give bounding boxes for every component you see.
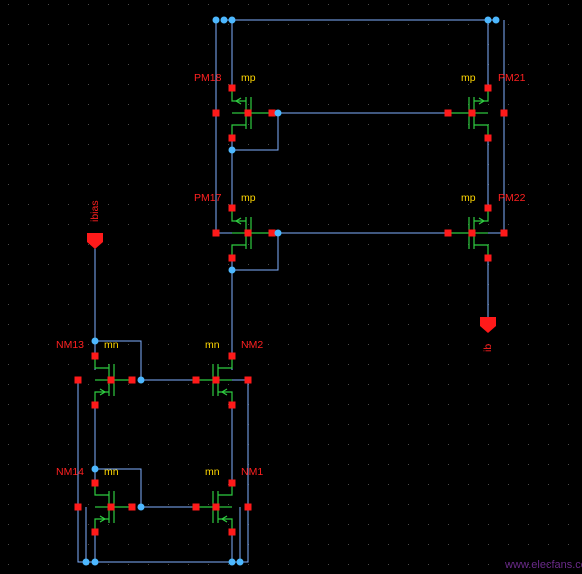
terminal-square bbox=[228, 254, 236, 262]
terminal-square bbox=[500, 229, 508, 237]
device-model-pm21: mp bbox=[461, 72, 476, 84]
terminal-square bbox=[484, 254, 492, 262]
terminal-square bbox=[192, 503, 200, 511]
junction-dot bbox=[228, 558, 236, 566]
junction-dot bbox=[137, 376, 145, 384]
terminal-square bbox=[244, 229, 252, 237]
terminal-square bbox=[244, 503, 252, 511]
junction-dot bbox=[236, 558, 244, 566]
pin-label-ib[interactable]: ib bbox=[482, 344, 494, 352]
junction-dot bbox=[82, 558, 90, 566]
terminal-square bbox=[91, 528, 99, 536]
device-label-pm21[interactable]: PM21 bbox=[498, 72, 526, 84]
device-label-pm22[interactable]: PM22 bbox=[498, 192, 526, 204]
pmos-pm18 bbox=[231, 91, 272, 135]
device-label-nm14[interactable]: NM14 bbox=[56, 466, 84, 478]
device-label-pm17[interactable]: PM17 bbox=[194, 192, 222, 204]
terminal-square bbox=[228, 479, 236, 487]
junction-dot bbox=[228, 266, 236, 274]
device-model-pm18: mp bbox=[241, 72, 256, 84]
terminal-square bbox=[444, 109, 452, 117]
junction-dot bbox=[228, 146, 236, 154]
wire bbox=[95, 468, 142, 507]
junctions bbox=[82, 16, 500, 566]
pmos-pm22 bbox=[448, 211, 489, 255]
terminal-square bbox=[212, 109, 220, 117]
input-pin-icon bbox=[87, 233, 103, 249]
device-label-pm18[interactable]: PM18 bbox=[194, 72, 222, 84]
terminal-square bbox=[244, 376, 252, 384]
terminal-square bbox=[107, 503, 115, 511]
junction-dot bbox=[137, 503, 145, 511]
device-label-nm13[interactable]: NM13 bbox=[56, 339, 84, 351]
terminal-square bbox=[484, 204, 492, 212]
terminal-square bbox=[74, 376, 82, 384]
junction-dot bbox=[91, 337, 99, 345]
terminal-square bbox=[484, 84, 492, 92]
terminal-square bbox=[212, 503, 220, 511]
junction-dot bbox=[274, 109, 282, 117]
terminal-square bbox=[128, 376, 136, 384]
terminal-square bbox=[468, 109, 476, 117]
junction-dot bbox=[228, 16, 236, 24]
junction-dot bbox=[220, 16, 228, 24]
terminal-square bbox=[268, 229, 276, 237]
pmos-pm21 bbox=[448, 91, 489, 135]
terminal-square bbox=[91, 401, 99, 409]
terminal-square bbox=[228, 352, 236, 360]
terminal-square bbox=[268, 109, 276, 117]
junction-dot bbox=[91, 558, 99, 566]
terminal-square bbox=[128, 503, 136, 511]
device-label-nm1[interactable]: NM1 bbox=[241, 466, 263, 478]
pmos-pm17 bbox=[231, 211, 272, 255]
junction-dot bbox=[274, 229, 282, 237]
junction-dot bbox=[212, 16, 220, 24]
device-label-nm2[interactable]: NM2 bbox=[241, 339, 263, 351]
wire bbox=[95, 340, 142, 380]
output-pin-icon bbox=[480, 317, 496, 333]
terminal-square bbox=[107, 376, 115, 384]
terminal-square bbox=[468, 229, 476, 237]
terminal-square bbox=[444, 229, 452, 237]
terminal-square bbox=[212, 376, 220, 384]
terminal-square bbox=[500, 109, 508, 117]
junction-dot bbox=[492, 16, 500, 24]
wires bbox=[77, 19, 505, 563]
terminal-square bbox=[228, 401, 236, 409]
junction-dot bbox=[91, 465, 99, 473]
junction-dot bbox=[484, 16, 492, 24]
terminal-square bbox=[228, 134, 236, 142]
watermark: www.elecfans.com bbox=[504, 559, 582, 571]
device-model-nm2: mn bbox=[205, 339, 220, 351]
device-model-nm1: mn bbox=[205, 466, 220, 478]
device-model-nm13: mn bbox=[104, 339, 119, 351]
terminal-square bbox=[212, 229, 220, 237]
terminal-square bbox=[192, 376, 200, 384]
device-model-pm17: mp bbox=[241, 192, 256, 204]
terminal-square bbox=[244, 109, 252, 117]
terminal-square bbox=[91, 352, 99, 360]
device-model-nm14: mn bbox=[104, 466, 119, 478]
terminal-square bbox=[228, 528, 236, 536]
terminal-square bbox=[228, 84, 236, 92]
pin-label-ibias[interactable]: ibias bbox=[89, 200, 101, 222]
terminal-square bbox=[228, 204, 236, 212]
device-model-pm22: mp bbox=[461, 192, 476, 204]
terminal-square bbox=[74, 503, 82, 511]
terminal-square bbox=[91, 479, 99, 487]
terminal-square bbox=[484, 134, 492, 142]
wire bbox=[77, 379, 249, 563]
wire bbox=[232, 233, 279, 271]
pins bbox=[87, 233, 496, 333]
devices bbox=[74, 84, 508, 536]
wire bbox=[232, 113, 279, 151]
